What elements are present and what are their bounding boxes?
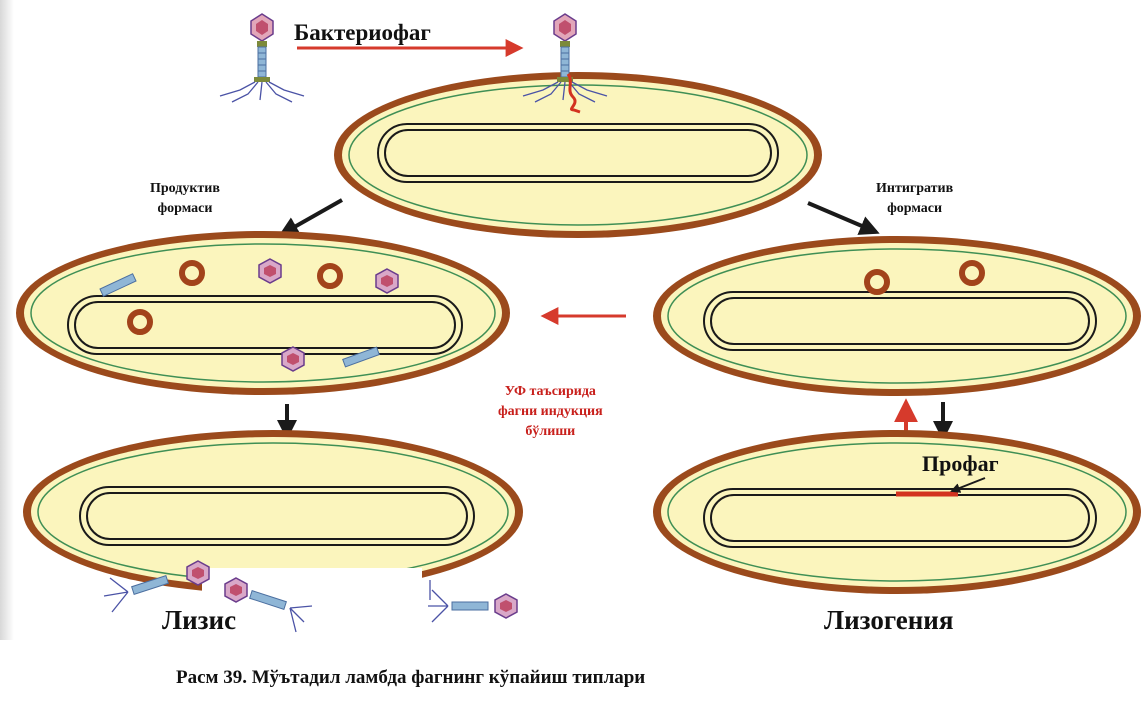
integrative-cell <box>653 236 1141 396</box>
lysogenic-cell <box>653 430 1141 594</box>
lysis-label: Лизис <box>162 605 236 636</box>
free-bacteriophage-icon <box>220 14 304 102</box>
lysis-cell <box>23 430 523 602</box>
prophage-label: Профаг <box>922 451 999 477</box>
integrative-form-label: Интигратив формаси <box>876 179 953 219</box>
productive-form-label: Продуктив формаси <box>150 179 220 219</box>
productive-branch-arrow <box>282 200 342 234</box>
figure-caption: Расм 39. Мўътадил ламбда фагнинг кўпайиш… <box>176 667 645 689</box>
top-bacterium-cell <box>334 72 822 238</box>
productive-cell <box>16 231 510 395</box>
uv-induction-label: УФ таъсирида фагни индукция бўлиши <box>498 382 603 442</box>
lysogeny-label: Лизогения <box>824 605 953 636</box>
integrative-branch-arrow <box>808 203 876 232</box>
bacteriophage-title: Бактериофаг <box>294 20 431 46</box>
